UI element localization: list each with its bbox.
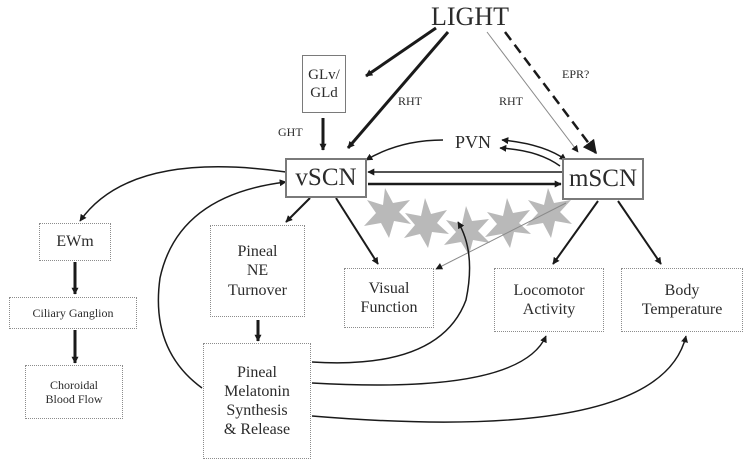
epr-label: EPR? [562, 67, 590, 81]
pineal-melatonin-node: Pineal Melatonin Synthesis & Release [203, 343, 311, 459]
star-shape [364, 188, 411, 238]
pineal-ne-line-1: Pineal [237, 243, 278, 261]
visual-line-1: Visual [368, 279, 410, 297]
gl-node: GLv/ GLd [302, 55, 346, 113]
star-cluster [364, 188, 572, 255]
mscn-label: mSCN [568, 165, 638, 192]
bodytemp-line-2: Temperature [641, 301, 723, 318]
edge-light-mscn-rht [486, 31, 579, 153]
edge-mscn-visual [435, 202, 567, 270]
choroidal-line-1: Choroidal [49, 377, 98, 392]
choroidal-node: Choroidal Blood Flow [25, 365, 123, 419]
edge-melatonin-visual [311, 221, 471, 364]
visual-function-node: Visual Function [344, 268, 434, 328]
gl-line-1: GLv/ [308, 67, 340, 83]
star-shape [526, 188, 572, 238]
edge-melatonin-locomotor [311, 335, 547, 386]
edge-vscn-ewm [79, 166, 287, 222]
edge-melatonin-bodytemp [311, 335, 688, 423]
edge-mscn-locomotor [552, 200, 599, 265]
ciliary-label: Ciliary Ganglion [32, 305, 114, 320]
rht-label-left: RHT [398, 94, 422, 108]
pvn-label: PVN [454, 132, 491, 152]
star-shape [485, 198, 531, 248]
locomotor-node: Locomotor Activity [494, 268, 604, 332]
melatonin-line-4: & Release [223, 421, 291, 439]
melatonin-line-2: Melatonin [224, 382, 290, 400]
pineal-ne-line-2: NE [246, 262, 269, 280]
body-temperature-node: Body Temperature [621, 268, 743, 332]
visual-line-2: Function [360, 299, 418, 316]
gl-line-2: GLd [310, 85, 338, 101]
bodytemp-line-1: Body [664, 281, 700, 299]
pineal-ne-node: Pineal NE Turnover [210, 225, 305, 317]
edge-light-gl [365, 26, 437, 78]
vscn-node: vSCN [285, 158, 367, 198]
mscn-node: mSCN [562, 158, 644, 200]
edge-pvn-mscn-b [499, 144, 561, 167]
rht-label-right: RHT [499, 94, 523, 108]
melatonin-line-1: Pineal [236, 363, 277, 381]
edge-vscn-pinealne [285, 197, 311, 223]
edge-light-mscn-epr [504, 31, 597, 155]
edge-melatonin-vscn [157, 179, 287, 389]
ewm-label: EWm [56, 233, 94, 251]
ciliary-node: Ciliary Ganglion [9, 297, 137, 329]
choroidal-line-2: Blood Flow [45, 392, 103, 406]
star-shape [444, 206, 490, 255]
pineal-ne-line-3: Turnover [228, 281, 287, 299]
ewm-node: EWm [39, 223, 111, 261]
melatonin-line-3: Synthesis [226, 402, 288, 419]
edge-pvn-mscn-a [501, 137, 567, 161]
light-label: LIGHT [431, 2, 509, 31]
edge-mscn-bodytemp [617, 200, 662, 265]
vscn-label: vSCN [295, 164, 357, 191]
edge-pvn-vscn [365, 139, 444, 161]
edge-light-vscn [346, 31, 450, 149]
locomotor-line-1: Locomotor [513, 281, 585, 299]
ght-label: GHT [278, 125, 303, 139]
star-shape [404, 198, 449, 248]
edge-vscn-visual [335, 197, 379, 265]
locomotor-line-2: Activity [522, 301, 576, 318]
